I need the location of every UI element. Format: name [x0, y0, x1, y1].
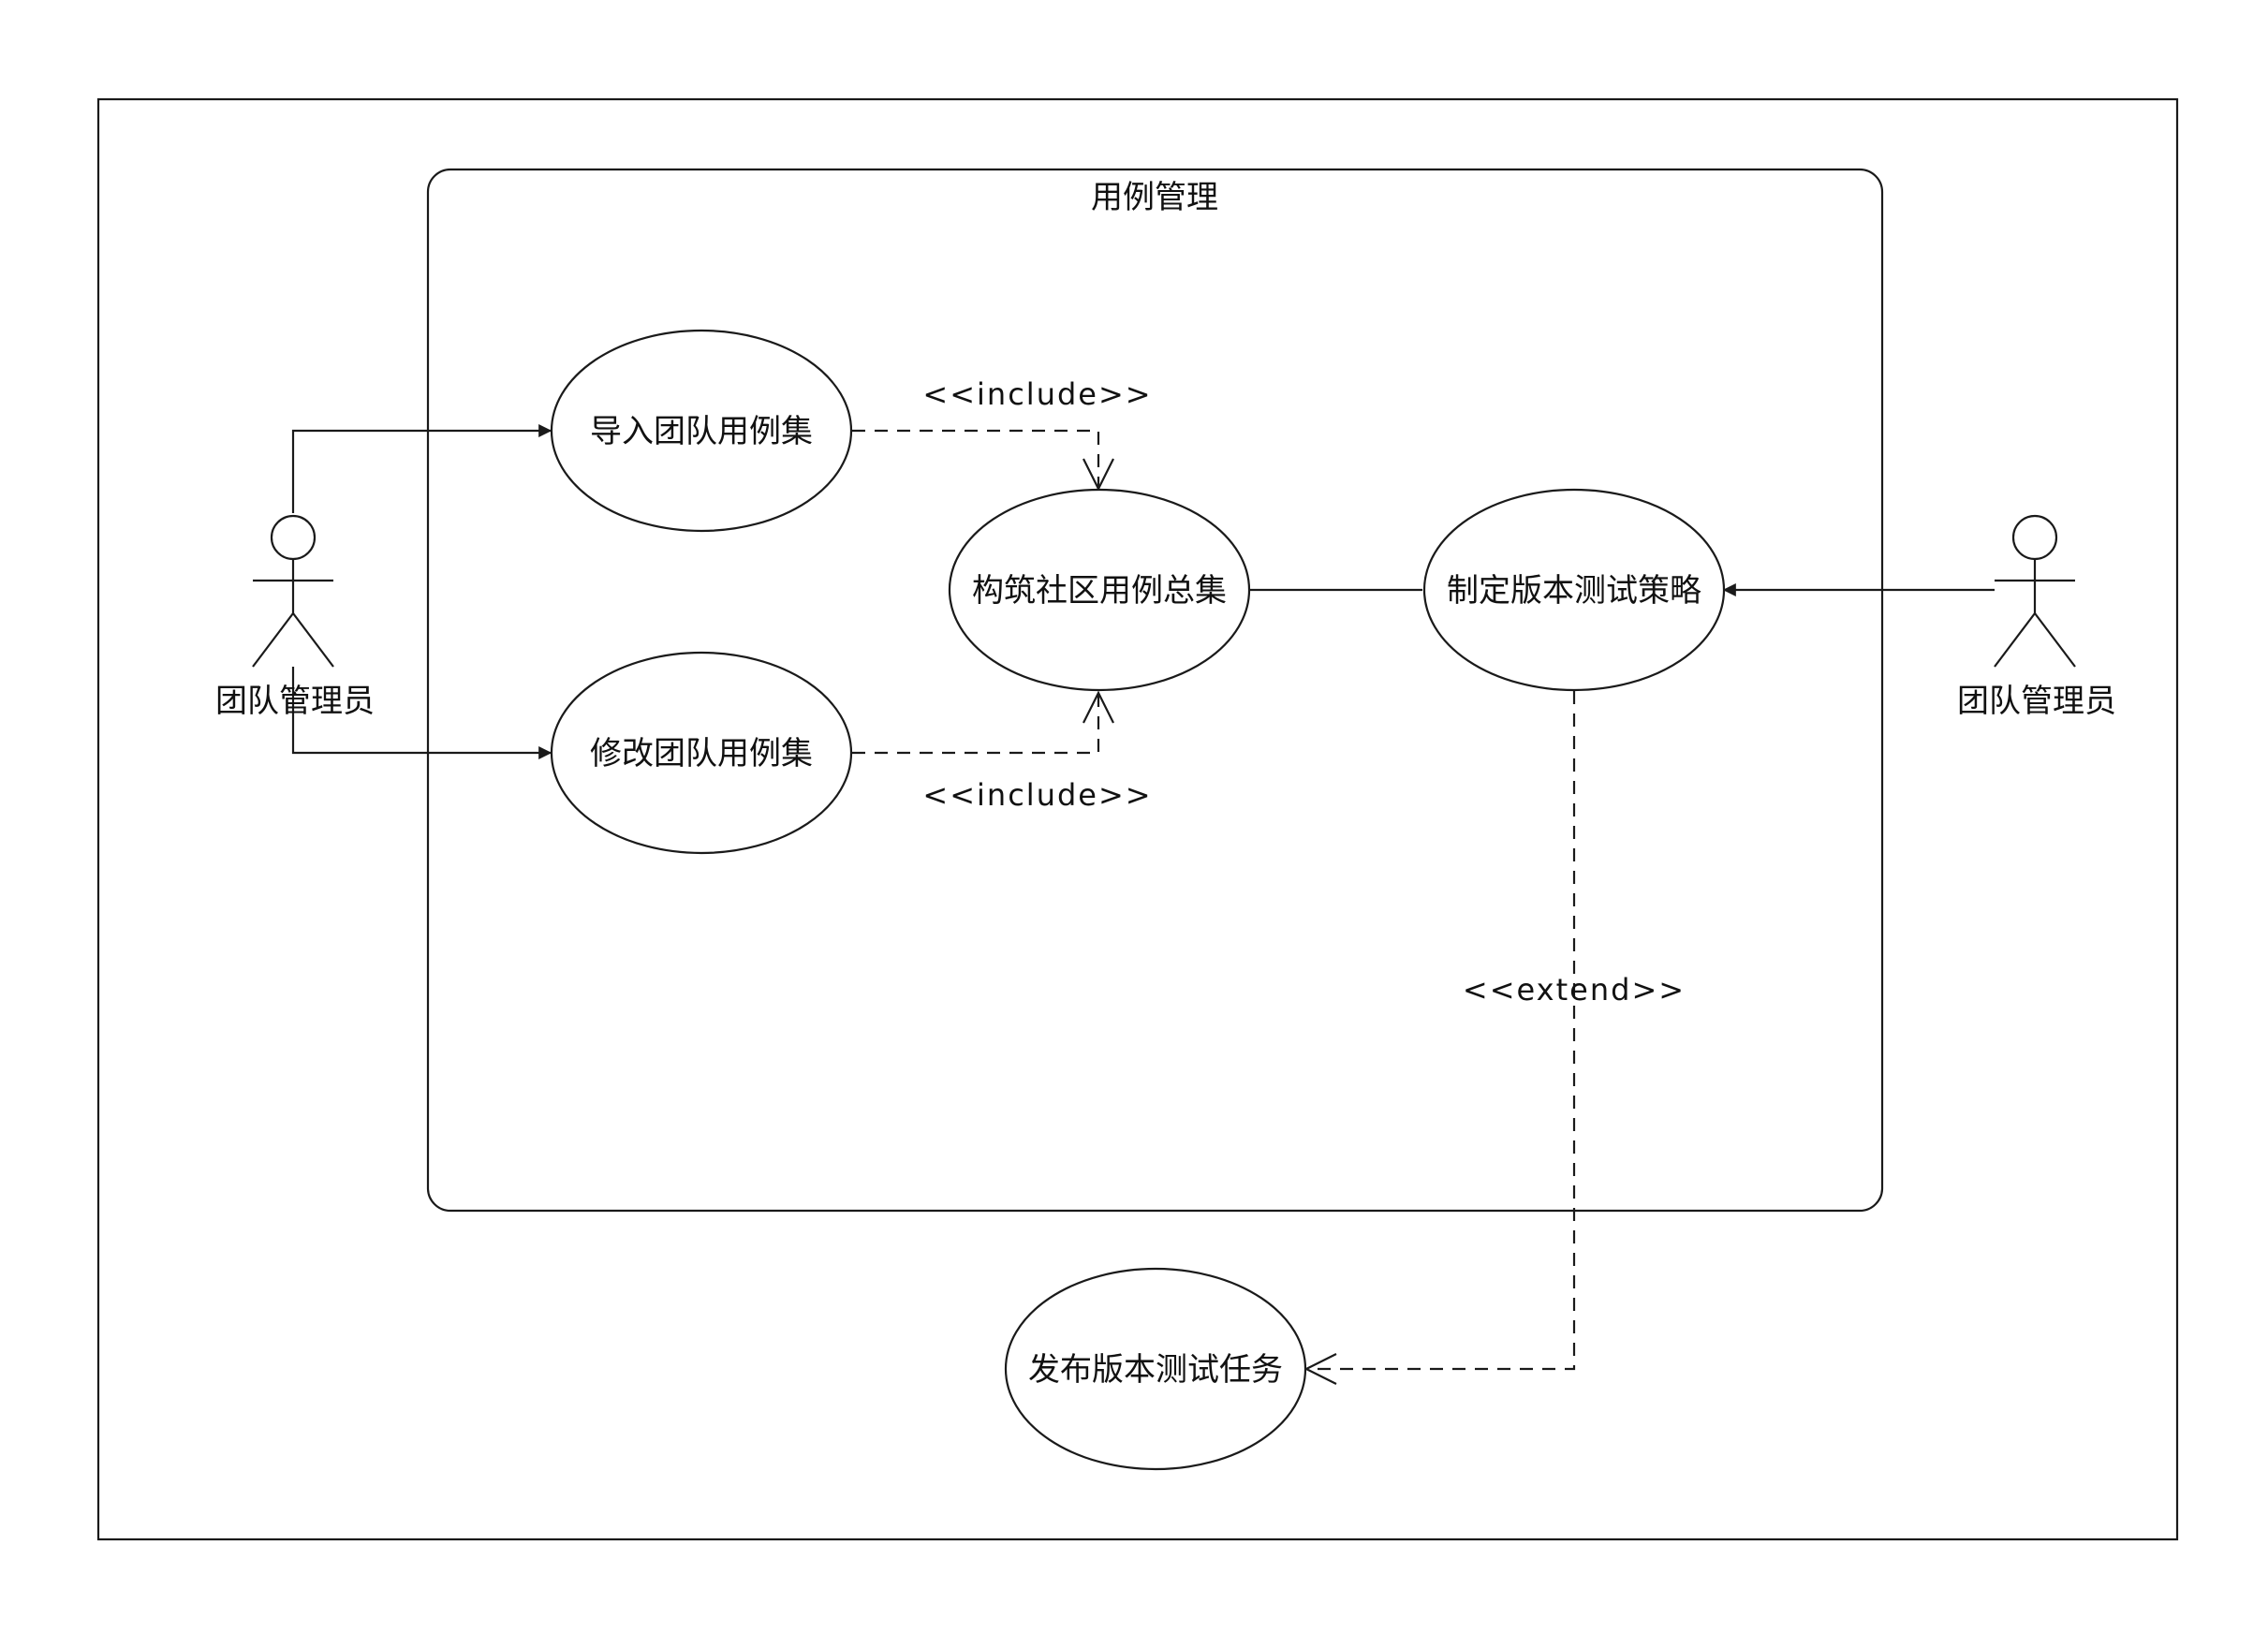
- include-label-bottom: <<include>>: [922, 777, 1152, 813]
- use-case-import-set[interactable]: 导入团队用例集: [550, 329, 853, 533]
- include-edge-bottom: [852, 693, 1100, 755]
- use-case-label: 发布版本测试任务: [1028, 1351, 1283, 1389]
- use-case-modify-set[interactable]: 修改团队用例集: [550, 651, 853, 855]
- use-case-label: 构筑社区用例总集: [972, 572, 1227, 610]
- use-case-label: 制定版本测试策略: [1447, 572, 1701, 610]
- actor-label: 团队管理员: [215, 683, 375, 720]
- stick-figure-icon: [1994, 514, 2076, 668]
- extend-label: <<extend>>: [1463, 972, 1686, 1008]
- association-modify: [291, 667, 552, 759]
- actor-right[interactable]: 团队管理员: [1957, 514, 2116, 720]
- use-case-build-collection[interactable]: 构筑社区用例总集: [948, 488, 1251, 692]
- extend-edge: [1306, 691, 1576, 1371]
- association-import: [291, 424, 552, 513]
- actor-label: 团队管理员: [1957, 683, 2116, 720]
- include-arrowhead-bottom: [1082, 690, 1114, 724]
- use-case-label: 导入团队用例集: [590, 413, 813, 450]
- outer-frame: [96, 97, 2179, 1541]
- use-case-define-strategy[interactable]: 制定版本测试策略: [1422, 488, 1726, 692]
- include-edge-top: [852, 429, 1100, 489]
- actor-left[interactable]: 团队管理员: [215, 514, 375, 720]
- system-boundary: [426, 168, 1884, 1213]
- use-case-publish-task[interactable]: 发布版本测试任务: [1004, 1267, 1307, 1471]
- use-case-label: 修改团队用例集: [590, 735, 813, 772]
- stick-figure-icon: [252, 514, 334, 668]
- system-title: 用例管理: [1091, 179, 1218, 216]
- include-label-top: <<include>>: [922, 376, 1152, 412]
